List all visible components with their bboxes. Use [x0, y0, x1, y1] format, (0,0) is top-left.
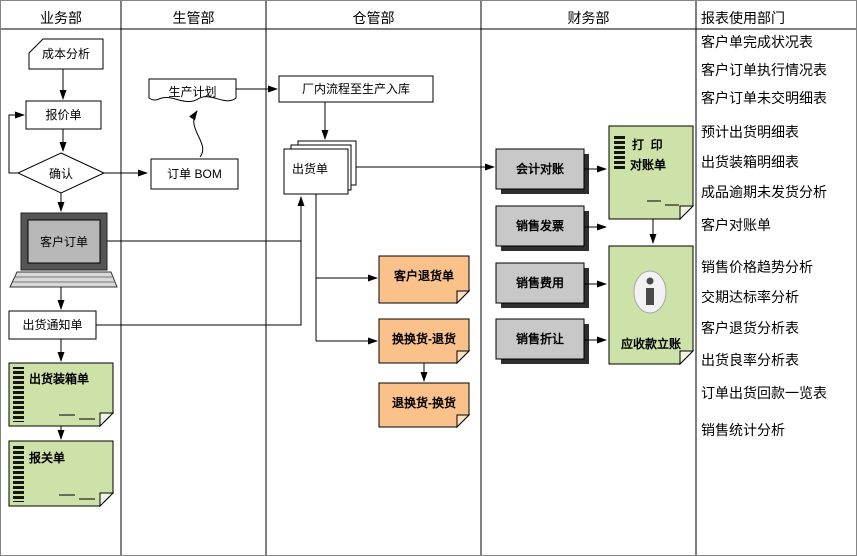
customer-order-label: 客户订单 — [39, 235, 88, 249]
connector-arrows — [8, 69, 657, 440]
sales-invoice-slab — [495, 205, 589, 251]
folded-corner — [456, 290, 471, 305]
lane-header-production: 生管部 — [172, 10, 215, 26]
report-item: 客户单完成状况表 — [701, 34, 813, 50]
cost-analysis-label: 成本分析 — [41, 47, 90, 61]
cost-analysis-shape — [28, 38, 104, 70]
production-plan-label: 生产计划 — [168, 85, 217, 99]
barcode-icon — [13, 445, 24, 502]
lane-header-finance: 财务部 — [567, 10, 610, 26]
customs-declaration-label: 报关单 — [29, 451, 66, 465]
print-statement-label-line2: 对账单 — [630, 158, 667, 172]
arrow — [107, 196, 305, 242]
report-item: 出货良率分析表 — [701, 352, 799, 368]
print-statement-note — [608, 125, 695, 221]
packing-list-label: 出货装箱单 — [29, 372, 90, 386]
sales-allowance-slab — [495, 318, 589, 364]
receivable-posting-note — [608, 245, 695, 366]
shipping-order-stack — [283, 140, 357, 195]
sales-invoice-label: 销售发票 — [515, 219, 564, 233]
return-exchange-label: 退换货-换货 — [392, 396, 456, 410]
arrow — [8, 111, 25, 174]
inplant-process-shape — [278, 75, 434, 103]
folded-corner — [99, 412, 115, 428]
info-icon — [633, 270, 667, 314]
folded-corner — [679, 350, 695, 366]
report-item: 客户订单未交明细表 — [701, 90, 827, 106]
customer-order-computer-icon — [9, 212, 118, 288]
lane-header-business: 业务部 — [40, 10, 82, 26]
report-item: 客户订单执行情况表 — [701, 62, 827, 78]
quotation-label: 报价单 — [45, 108, 82, 122]
folded-corner — [99, 492, 115, 508]
accounting-reconciliation-slab — [495, 148, 589, 194]
order-bom-shape — [150, 158, 239, 190]
quotation-shape — [25, 100, 102, 130]
exchange-return-label: 换换货-退货 — [392, 332, 456, 346]
report-item: 客户对账单 — [701, 217, 771, 233]
customer-return-label: 客户退货单 — [393, 269, 454, 283]
arrow — [189, 110, 204, 158]
packing-list-note — [8, 362, 115, 428]
inplant-process-label: 厂内流程至生产入库 — [301, 82, 410, 96]
lane-header-warehouse: 仓管部 — [352, 10, 395, 26]
report-item: 交期达标率分析 — [701, 289, 799, 305]
report-item: 订单出货回款一览表 — [701, 385, 827, 401]
sales-allowance-label: 销售折让 — [515, 332, 564, 346]
barcode-icon — [13, 367, 24, 422]
order-bom-label: 订单 BOM — [167, 167, 222, 181]
report-item: 出货装箱明细表 — [701, 154, 799, 170]
shipping-notice-shape — [8, 310, 97, 340]
shipping-notice-label: 出货通知单 — [22, 318, 83, 332]
return-exchange-note — [378, 382, 471, 429]
exchange-return-note — [378, 318, 471, 365]
receivable-posting-label: 应收款立账 — [620, 337, 681, 351]
sales-expense-slab — [495, 262, 589, 308]
sales-expense-label: 销售费用 — [515, 276, 564, 290]
print-statement-label-line1: 打 印 — [632, 138, 663, 152]
report-item: 预计出货明细表 — [701, 124, 799, 140]
report-item: 客户退货分析表 — [701, 320, 799, 336]
report-item: 销售价格趋势分析 — [701, 259, 813, 275]
accounting-reconciliation-label: 会计对账 — [515, 162, 564, 176]
folded-corner — [456, 350, 471, 365]
customer-return-note — [378, 255, 471, 305]
confirm-label: 确认 — [48, 167, 73, 181]
customs-declaration-note — [8, 440, 115, 508]
report-item: 销售统计分析 — [701, 422, 785, 438]
barcode-icon — [614, 135, 625, 169]
folded-corner — [456, 414, 471, 429]
shipping-order-label: 出货单 — [292, 162, 329, 176]
production-plan-shape — [148, 78, 237, 103]
folded-corner — [679, 205, 695, 221]
lane-header-reports: 报表使用部门 — [701, 10, 785, 26]
connector — [96, 241, 302, 326]
report-item: 成品逾期未发货分析 — [701, 184, 827, 200]
